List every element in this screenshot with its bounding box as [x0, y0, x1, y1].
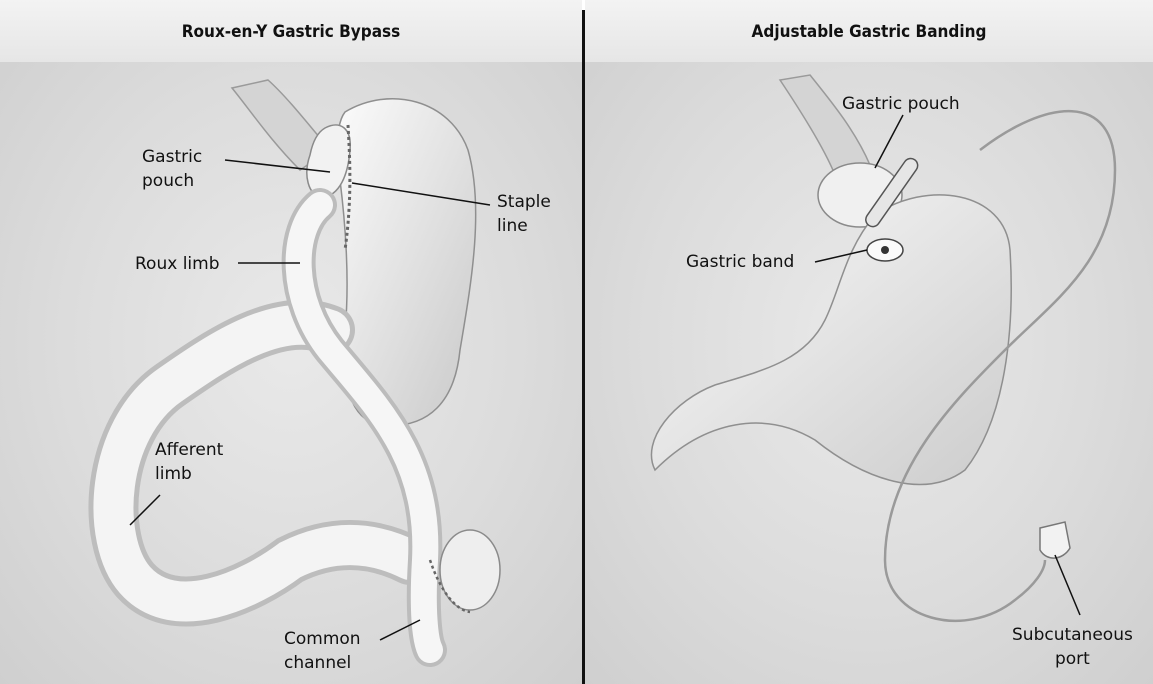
label-roux-limb: Roux limb [135, 252, 220, 276]
leader-gastric-pouch [875, 115, 903, 168]
panel-gastric-banding: Adjustable Gastric Banding [585, 0, 1153, 684]
label-staple-line: Staple line [497, 190, 551, 238]
label-afferent-limb: Afferent limb [155, 438, 223, 486]
label-common-channel: Common channel [284, 627, 361, 675]
subcutaneous-port [1040, 522, 1070, 558]
roux-en-y-illustration [0, 0, 582, 684]
label-subcutaneous-port: Subcutaneous port [1012, 623, 1133, 671]
panel-roux-en-y: Roux-en-Y Gastric Bypass [0, 0, 582, 684]
label-gastric-band: Gastric band [686, 250, 794, 274]
stomach-body [651, 195, 1011, 485]
label-gastric-pouch: Gastric pouch [842, 92, 960, 116]
esophagus [780, 75, 870, 175]
leader-subcutaneous-port [1055, 555, 1080, 615]
label-gastric-pouch: Gastric pouch [142, 145, 202, 193]
